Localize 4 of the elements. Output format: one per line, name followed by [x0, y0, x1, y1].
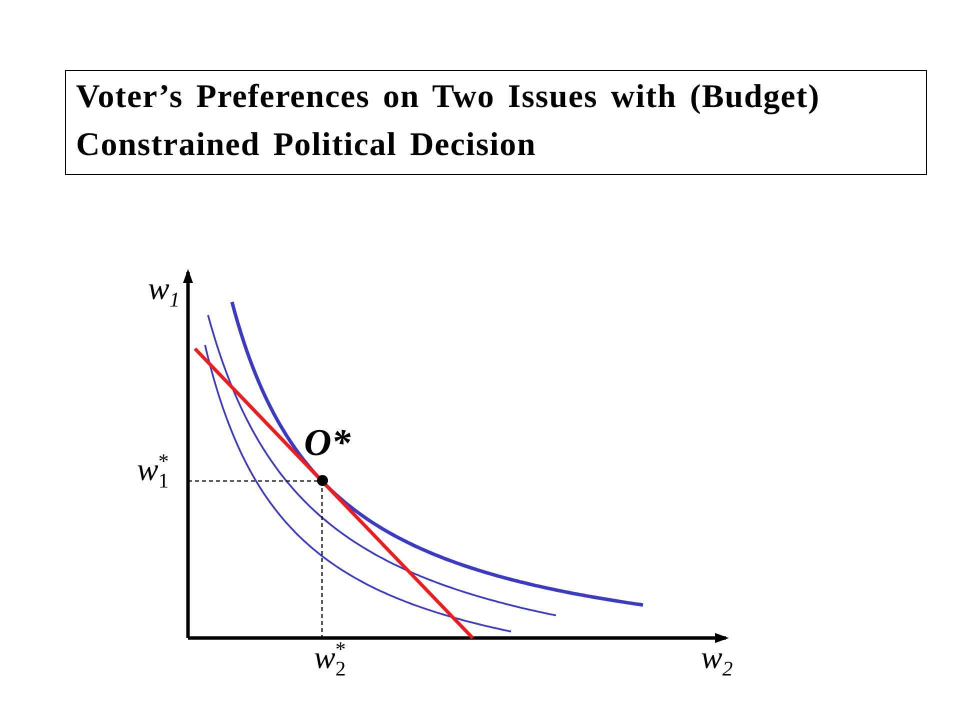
axis-label: w$_{1}$: [148, 272, 180, 304]
point-label: O*: [304, 424, 350, 462]
axis-label: w$_{2}$: [701, 641, 733, 673]
title: Voter’s Preferences on Two Issues with (Budget) Constrained Political Decision: [65, 70, 927, 175]
